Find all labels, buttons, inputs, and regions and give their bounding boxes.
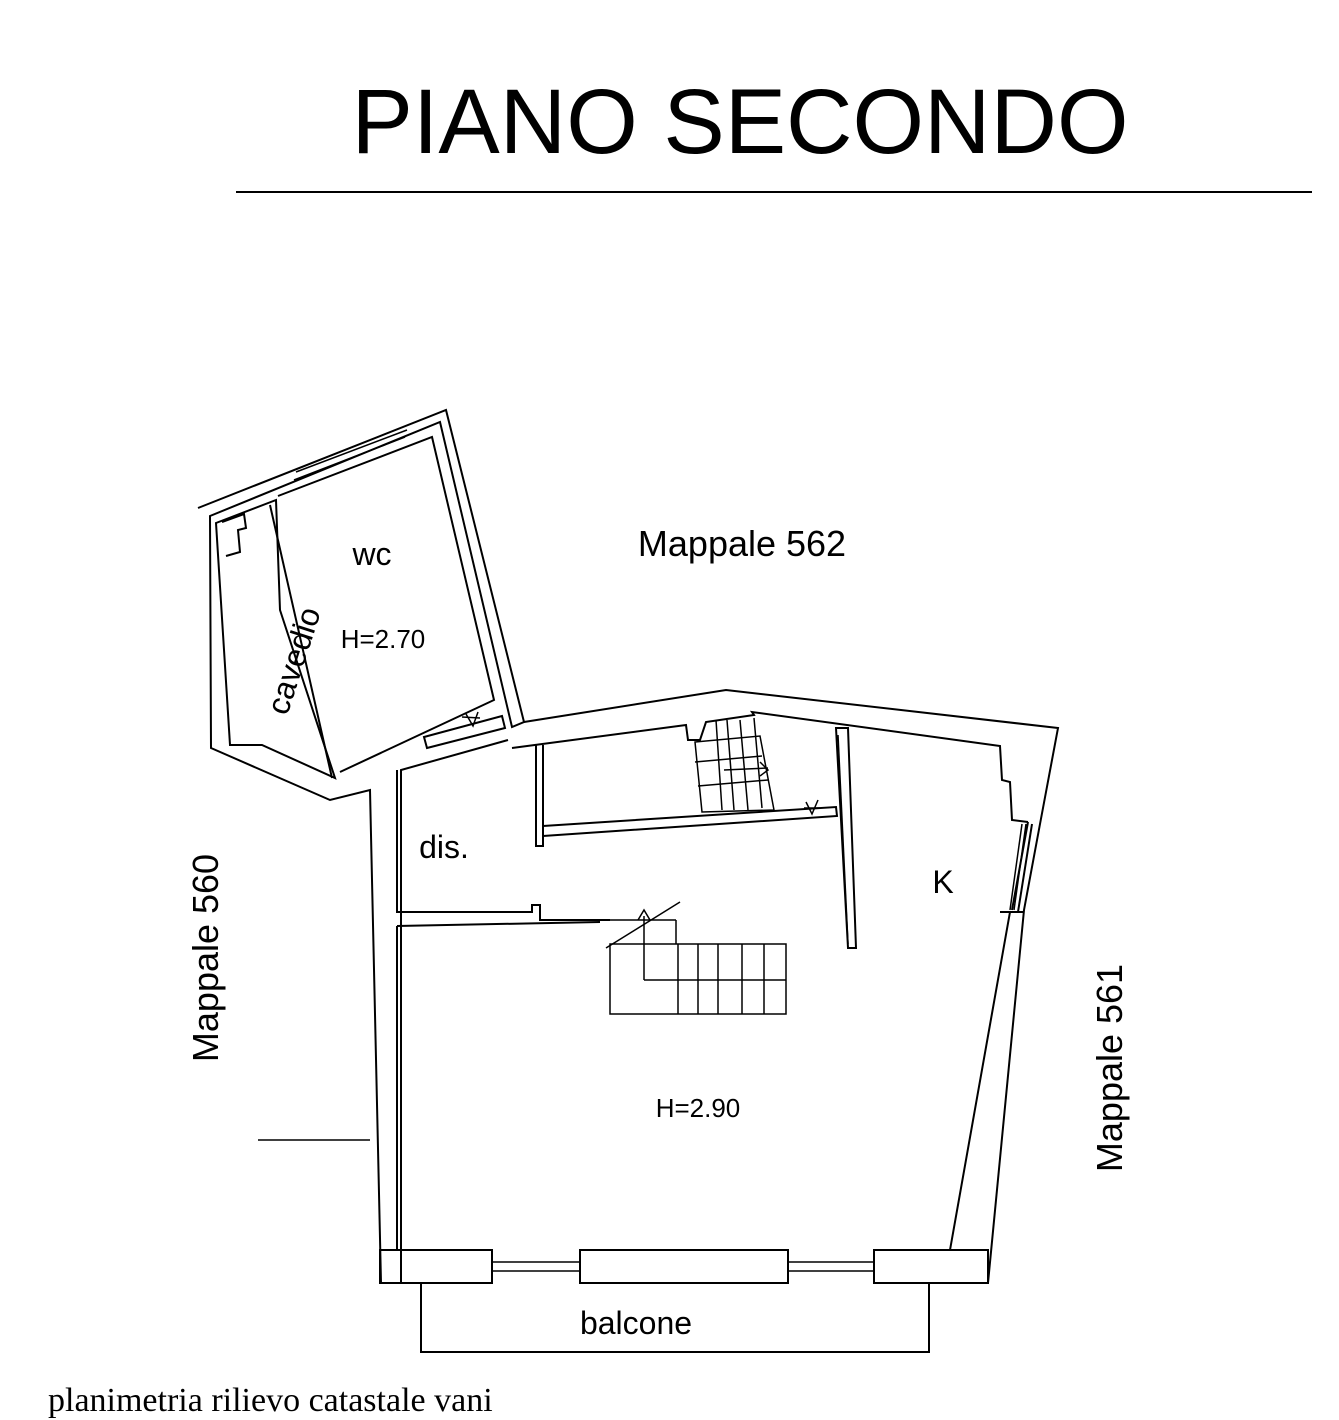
room-label-dis: dis. xyxy=(419,829,469,865)
balcony-outline xyxy=(420,1283,930,1353)
upper-stairs xyxy=(694,717,820,816)
main-apartment xyxy=(258,688,1060,1353)
room-label-cavedio: cavedio xyxy=(259,603,327,719)
neighbor-north: Mappale 562 xyxy=(638,523,846,564)
neighbor-east: Mappale 561 xyxy=(1089,964,1130,1172)
room-height-wc: H=2.70 xyxy=(341,624,426,654)
lower-stairs xyxy=(605,901,787,1015)
neighbor-west: Mappale 560 xyxy=(185,854,226,1062)
room-height-main: H=2.90 xyxy=(656,1093,741,1123)
footer-text: planimetria rilievo catastale vani xyxy=(48,1382,493,1419)
room-label-balcone: balcone xyxy=(580,1305,692,1341)
plan-title: PIANO SECONDO xyxy=(351,71,1128,173)
room-label-wc: wc xyxy=(351,536,391,572)
room-label-k: K xyxy=(932,864,953,900)
